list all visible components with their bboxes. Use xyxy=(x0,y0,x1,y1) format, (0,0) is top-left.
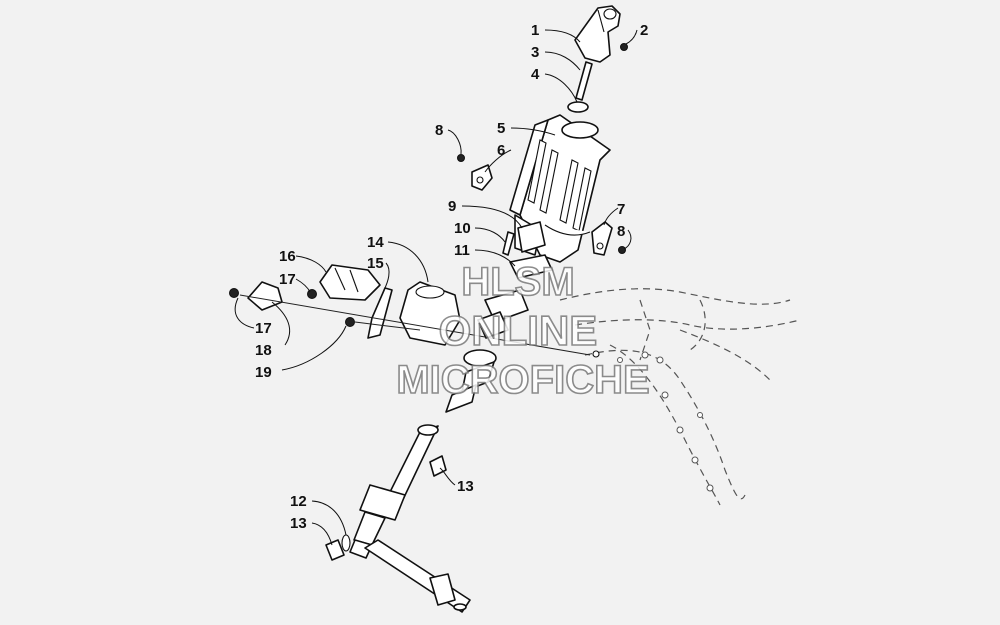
frame-holes xyxy=(617,351,714,492)
callout-15: 15 xyxy=(367,255,384,272)
callout-10: 10 xyxy=(454,220,471,237)
callout-19: 19 xyxy=(255,364,272,381)
callout-7: 7 xyxy=(617,201,625,218)
callout-labels: 1 2 3 4 5 6 7 8 8 9 10 11 12 13 13 14 15… xyxy=(255,22,648,532)
callout-2: 2 xyxy=(640,22,648,39)
part-4-washer xyxy=(567,101,589,113)
part-15-plate xyxy=(367,287,393,339)
callout-4: 4 xyxy=(531,66,540,83)
part-6-bracket xyxy=(471,164,493,191)
part-16-upper-clamp xyxy=(319,264,381,301)
callout-13-lower: 13 xyxy=(290,515,307,532)
callout-9: 9 xyxy=(448,198,456,215)
watermark-line-1: HLSM xyxy=(461,260,574,304)
part-steering-arm xyxy=(364,539,471,613)
part-8-screw-right xyxy=(618,246,626,254)
leader-lines xyxy=(234,29,638,546)
part-11-spacer xyxy=(509,254,553,279)
callout-11: 11 xyxy=(454,242,470,259)
callout-1: 1 xyxy=(531,22,539,39)
callout-18: 18 xyxy=(255,342,272,359)
callout-6: 6 xyxy=(497,142,505,159)
callout-13-upper: 13 xyxy=(457,478,474,495)
watermark-line-2: ONLINE xyxy=(439,307,598,354)
part-12-washer xyxy=(341,534,351,552)
part-3-bolt xyxy=(575,61,593,101)
part-17-bolt-left xyxy=(229,288,239,298)
callout-17-upper: 17 xyxy=(279,271,296,288)
part-10-pin xyxy=(502,231,515,256)
callout-16: 16 xyxy=(279,248,296,265)
callout-14: 14 xyxy=(367,234,384,251)
assembly-centerlines xyxy=(239,294,600,358)
part-13-nut-upper xyxy=(429,455,447,477)
part-19-bolt xyxy=(345,317,355,327)
part-8-screw-left xyxy=(457,154,465,162)
watermark-line-3: MICROFICHE xyxy=(396,358,649,402)
part-13-nut-lower xyxy=(325,539,345,561)
callout-17-lower: 17 xyxy=(255,320,272,337)
part-steering-shaft xyxy=(349,424,439,559)
frame-outline xyxy=(559,288,801,506)
callout-8-left: 8 xyxy=(435,122,443,139)
part-7-bracket-right xyxy=(591,221,613,256)
callout-5: 5 xyxy=(497,120,505,137)
callout-3: 3 xyxy=(531,44,539,61)
callout-12: 12 xyxy=(290,493,307,510)
callout-8-right: 8 xyxy=(617,223,625,240)
part-1-handlebar-clamp-cap xyxy=(574,5,621,63)
watermark: HLSM ONLINE MICROFICHE xyxy=(396,259,651,403)
part-steering-universal-joint xyxy=(445,289,529,413)
part-2-screw xyxy=(620,43,628,51)
part-9-bushing xyxy=(517,221,546,253)
